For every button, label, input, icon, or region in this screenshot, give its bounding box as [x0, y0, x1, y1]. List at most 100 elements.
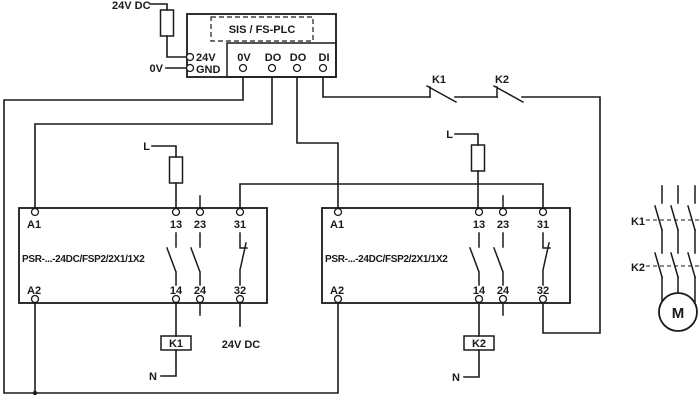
k1-nc-contact-icon — [425, 84, 458, 104]
fuse-l-right-icon — [470, 144, 486, 172]
terminal-0v — [238, 63, 248, 73]
wire-fuse-to-24v-terminal — [166, 35, 187, 58]
relay2-nc-contact-31-32-icon — [542, 232, 551, 286]
relay2-terminal-32 — [538, 294, 548, 304]
neutral-left-label: N — [149, 371, 157, 383]
relay2-24-label: 24 — [497, 285, 510, 297]
plc-terminal-24v-label: 24V — [196, 52, 216, 64]
relay1-32-label: 32 — [234, 285, 246, 297]
phase-to-motor-segments — [661, 276, 696, 304]
plc-title: SIS / FS-PLC — [229, 24, 296, 36]
relay2-terminal-a2 — [333, 294, 343, 304]
relay1-terminal-23 — [195, 207, 205, 217]
feedback-contacts: K1 K2 — [425, 74, 525, 104]
plc-terminal-0v-label: 0V — [237, 52, 251, 64]
motor-label: M — [672, 305, 685, 322]
terminal-di — [318, 63, 328, 73]
wire-l-left — [151, 145, 177, 158]
k2-power-contact-icon — [654, 252, 696, 278]
relay1-terminal-a1 — [30, 207, 40, 217]
wire-di-to-k1-contact — [322, 70, 431, 98]
k1-feedback-label: K1 — [432, 74, 446, 86]
plc-terminal-di-label: DI — [319, 52, 330, 64]
safety-relay-2: PSR-...-24DC/FSP2/2X1/1X2 A1 13 23 31 A2… — [321, 195, 571, 316]
wire-k2-contact-to-relay2-32 — [521, 96, 601, 334]
relay1-terminal-32 — [235, 294, 245, 304]
relay2-terminal-31 — [538, 207, 548, 217]
phase-mid-segments — [661, 229, 696, 254]
relay2-outline — [321, 207, 571, 304]
plc-block: SIS / FS-PLC 24V GND 0V DO DO DI — [185, 13, 337, 78]
junction-dot — [32, 390, 38, 396]
relay1-14-label: 14 — [170, 285, 183, 297]
relay2-type-label: PSR-...-24DC/FSP2/2X1/1X2 — [325, 254, 448, 265]
motor-icon — [658, 292, 698, 332]
relay1-terminal-24 — [195, 294, 205, 304]
relay1-no-contact-23-24-icon — [190, 232, 201, 286]
terminal-do1 — [267, 63, 277, 73]
supply-24vdc-bottom-label: 24V DC — [222, 339, 261, 351]
relay1-31-label: 31 — [234, 219, 246, 231]
relay2-terminal-13 — [474, 207, 484, 217]
line-left-label: L — [143, 141, 150, 153]
fuses — [159, 9, 486, 184]
plc-terminal-gnd-label: GND — [196, 64, 221, 76]
wire-k2-coil-to-n — [463, 349, 480, 378]
plc-dashed-module — [210, 16, 314, 42]
plc-terminal-strip — [226, 42, 337, 78]
relay2-terminal-a1 — [333, 207, 343, 217]
plc-terminal-do1-label: DO — [265, 52, 282, 64]
relay2-a2-label: A2 — [330, 285, 344, 297]
k2-feedback-label: K2 — [495, 74, 509, 86]
relay1-terminal-14 — [171, 294, 181, 304]
relay2-32-label: 32 — [537, 285, 549, 297]
relay2-23-label: 23 — [497, 219, 509, 231]
relay2-13-label: 13 — [473, 219, 485, 231]
wire-0v-rail — [3, 70, 339, 394]
contactor-coils: K1 N K2 N — [149, 301, 495, 384]
power-circuit: K1 K2 M — [631, 185, 699, 332]
relay1-terminal-13 — [171, 207, 181, 217]
relay1-nc-contact-31-32-icon — [239, 232, 248, 286]
fuse-24vdc-icon — [159, 9, 175, 37]
relay2-no-contact-23-24-icon — [493, 232, 504, 286]
relay2-no-contact-13-14-icon — [469, 232, 480, 286]
k1-power-label: K1 — [631, 216, 645, 228]
wire-24vdc-feed — [149, 3, 168, 11]
safety-relay-1: PSR-...-24DC/FSP2/2X1/1X2 A1 13 23 31 A2… — [18, 195, 268, 316]
terminal-do2 — [292, 63, 302, 73]
wire-do1-to-relay1-a1 — [34, 70, 273, 210]
k1-power-contact-icon — [654, 205, 696, 231]
relay2-terminal-14 — [474, 294, 484, 304]
relay1-outline — [18, 207, 268, 304]
relay1-a2-label: A2 — [27, 285, 41, 297]
plc-outline — [186, 13, 337, 78]
terminal-gnd — [185, 63, 195, 73]
relay1-no-contact-13-14-icon — [166, 232, 177, 286]
relay1-a1-label: A1 — [27, 219, 41, 231]
relay1-terminal-a2 — [30, 294, 40, 304]
relay2-14-label: 14 — [473, 285, 486, 297]
wire-do2-to-relay2-a1 — [296, 70, 339, 210]
relay1-23-label: 23 — [194, 219, 206, 231]
wires — [3, 3, 601, 396]
k2-nc-contact-icon — [492, 84, 525, 104]
k2-power-label: K2 — [631, 262, 645, 274]
supply-labels: 24V DC 0V L L 24V DC — [112, 0, 453, 351]
relay2-terminal-23 — [498, 207, 508, 217]
neutral-right-label: N — [452, 372, 460, 384]
supply-24vdc-top-label: 24V DC — [112, 0, 151, 12]
relay2-a1-label: A1 — [330, 219, 344, 231]
phase-supply-stubs — [661, 185, 696, 204]
plc-terminal-do2-label: DO — [290, 52, 307, 64]
wire-31-to-31 — [239, 183, 544, 210]
fuse-l-left-icon — [168, 156, 184, 184]
relay1-13-label: 13 — [170, 219, 182, 231]
relay1-type-label: PSR-...-24DC/FSP2/2X1/1X2 — [22, 254, 145, 265]
relay1-24-label: 24 — [194, 285, 207, 297]
line-right-label: L — [446, 129, 453, 141]
terminal-24v — [185, 52, 195, 62]
k2-coil-label: K2 — [472, 338, 486, 350]
